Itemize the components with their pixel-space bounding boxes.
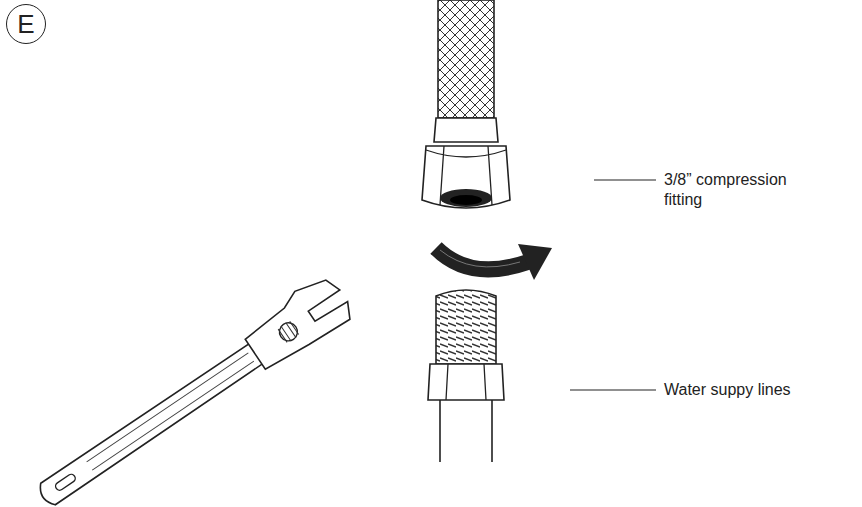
fitting-nut (428, 364, 504, 400)
part-label: Water suppy lines (664, 380, 844, 400)
supply-pipe (440, 400, 492, 462)
compression-nut (422, 146, 510, 208)
part-label: 3/8” compression fitting (664, 170, 814, 210)
leader-line (570, 389, 656, 390)
step-letter: E (17, 11, 34, 37)
threaded-end (436, 290, 496, 364)
collar (434, 118, 498, 142)
adjustable-wrench (26, 270, 356, 507)
step-letter-circle: E (6, 4, 46, 44)
braided-hose (438, 0, 494, 118)
rotation-arrow (436, 248, 528, 269)
leader-line (594, 179, 656, 180)
